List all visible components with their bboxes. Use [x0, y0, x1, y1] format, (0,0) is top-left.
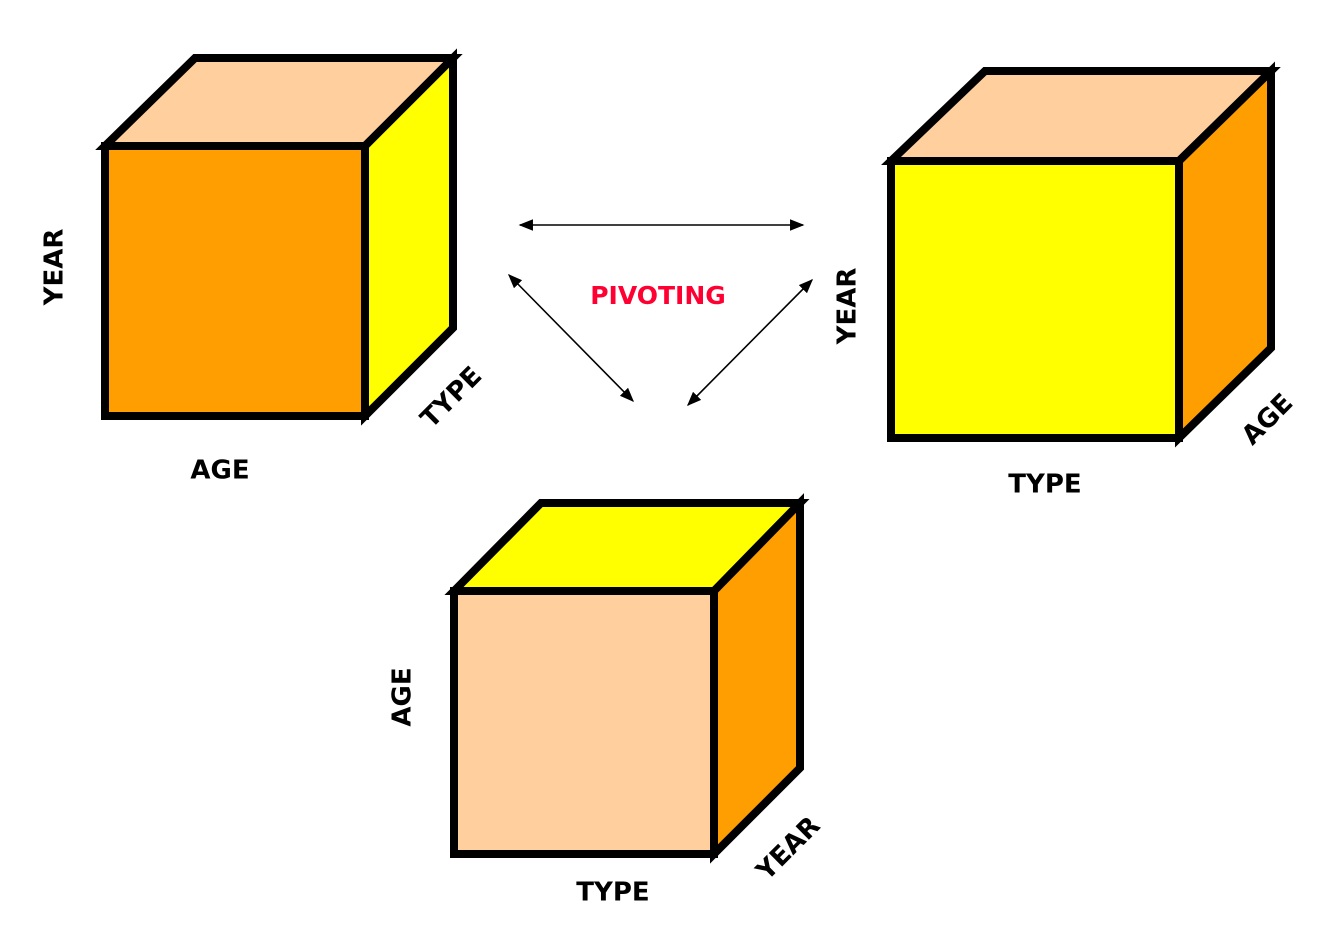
- cube-right-vertical-label: YEAR: [833, 268, 863, 346]
- cube-left-bottom-label: AGE: [190, 456, 249, 486]
- cube-right-depth-label: AGE: [1236, 388, 1299, 451]
- cube-bottom-front-face: [450, 587, 718, 858]
- cube-left-vertical-label: YEAR: [40, 229, 70, 307]
- arrow-left-bottom: [507, 273, 635, 403]
- arrow-right-bottom: [686, 278, 814, 407]
- cube-left: YEAR AGE TYPE: [40, 48, 488, 486]
- cube-right: YEAR TYPE AGE: [833, 61, 1299, 500]
- cube-bottom-vertical-label: AGE: [388, 667, 418, 726]
- cube-bottom-depth-label: YEAR: [750, 811, 826, 887]
- cube-right-front-face: [887, 157, 1183, 442]
- cube-right-bottom-label: TYPE: [1008, 470, 1081, 500]
- pivoting-title: PIVOTING: [590, 281, 726, 310]
- cube-bottom-bottom-label: TYPE: [576, 878, 649, 908]
- cube-left-front-face: [101, 142, 369, 420]
- cube-bottom: AGE TYPE YEAR: [388, 493, 826, 908]
- cube-left-depth-label: TYPE: [415, 361, 488, 434]
- pivot-arrows: [507, 219, 814, 407]
